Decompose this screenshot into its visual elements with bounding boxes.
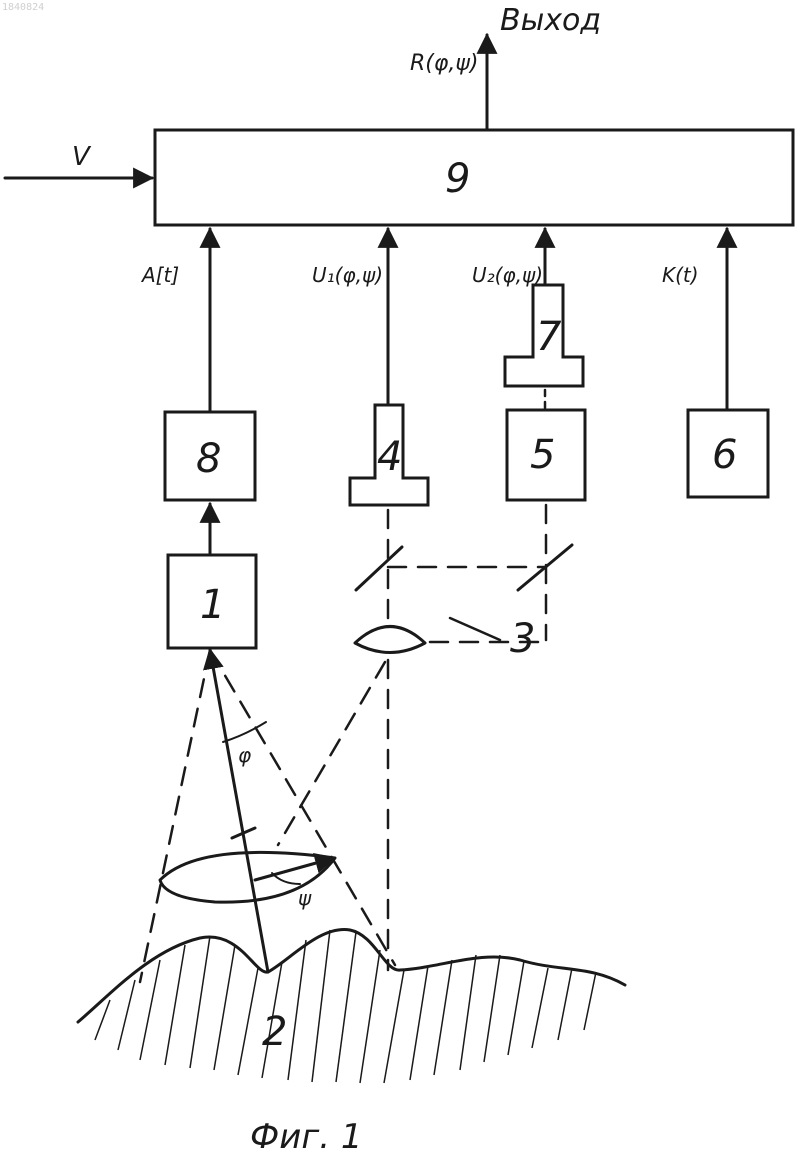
surface-outline [78,930,625,1022]
surface-hatching [95,930,596,1083]
solid-beam [210,650,268,972]
figure-caption: Фиг. 1 [250,1117,362,1157]
mirror-left [356,547,402,590]
angle-phi: φ [238,743,251,767]
surface-label: 2 [262,1009,287,1055]
block-5-label: 5 [530,432,555,478]
block-6-label: 6 [712,432,737,478]
signal-u1: U₁(φ,ψ) [312,263,383,287]
block-9 [155,130,793,225]
block-8-label: 8 [196,436,221,482]
output-label: Выход [500,3,601,38]
input-v-label: V [72,142,92,172]
signal-a: A[t] [140,263,179,287]
lens-upper [355,627,425,653]
scan-radius [255,858,334,880]
signal-u2: U₂(φ,ψ) [472,263,543,287]
output-signal: R(φ,ψ) [410,51,478,76]
angle-psi: ψ [298,886,312,910]
block-7-label: 7 [536,314,562,360]
signal-k: K(t) [662,263,699,287]
block-9-label: 9 [445,156,470,202]
block-1-label: 1 [200,582,225,628]
optics-leader [450,618,500,640]
dash-beam-to-lens [278,662,385,845]
dash-beam-left [140,650,210,982]
corner-id: 1840824 [2,2,44,13]
optics-label: 3 [510,616,535,662]
block-4-label: 4 [377,434,402,480]
